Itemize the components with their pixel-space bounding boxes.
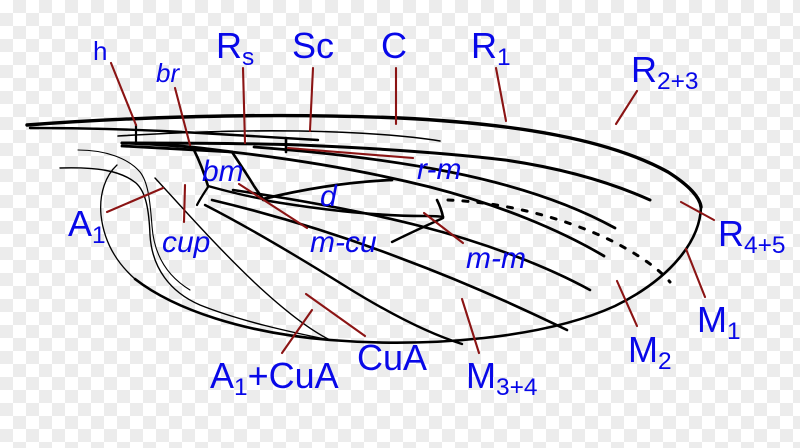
leader-M2 — [615, 279, 639, 328]
label-br: br — [156, 58, 180, 88]
label-cup: cup — [162, 226, 211, 259]
label-Sc: Sc — [292, 25, 335, 66]
vein-CuA — [154, 177, 331, 341]
leader-CuA — [304, 292, 367, 338]
leader-R4p5 — [679, 200, 716, 222]
leader-M1 — [684, 247, 707, 299]
label-A1pCuA-suffix: +CuA — [247, 355, 339, 396]
label-m-m: m-m — [466, 242, 526, 275]
label-R2p3-subscript: 2+3 — [657, 67, 699, 95]
label-M2: M2 — [628, 329, 672, 375]
spurious-dashed-vein — [446, 198, 672, 284]
label-CuA: CuA — [357, 337, 428, 378]
leader-R1 — [494, 66, 508, 123]
label-M1-subscript: 1 — [727, 317, 741, 345]
cell-d-lower-boundary — [261, 198, 445, 219]
leader-R2p3 — [614, 89, 639, 126]
cell-br-closing-vein — [192, 148, 210, 188]
vein-R2p3 — [252, 145, 617, 230]
vein-M3p4 — [203, 203, 464, 346]
longitudinal-veins-group — [28, 126, 652, 346]
vein-Sc-secondary — [117, 130, 441, 142]
vein-A1 — [59, 167, 331, 341]
label-d: d — [320, 180, 337, 213]
label-m-cu: m-cu — [310, 226, 377, 259]
leader-Sc — [308, 66, 315, 133]
cell-bm-basal-connector — [195, 185, 210, 207]
cell-d-distal-closing — [435, 198, 445, 219]
vein-Sc — [28, 126, 320, 142]
label-M3p4-subscript: 3+4 — [496, 373, 538, 401]
vein-R4p5 — [230, 150, 606, 258]
leader-A1pCuA — [280, 308, 314, 355]
leader-br — [173, 86, 192, 147]
label-M1: M1 — [697, 299, 741, 345]
leader-r-m — [286, 146, 415, 160]
label-C: C — [381, 25, 407, 66]
cell-d-upper-boundary — [261, 178, 394, 201]
cell-br-lower-boundary — [120, 144, 234, 154]
hind-margin-base — [100, 164, 136, 280]
label-Rs: Rs — [216, 25, 255, 71]
wing-outline-group — [25, 113, 703, 344]
cell-bm-bottom — [206, 184, 265, 201]
costal-margin-vein — [25, 113, 703, 209]
label-R4p5: R4+5 — [718, 213, 786, 259]
label-Rs-subscript: s — [242, 43, 255, 71]
basal-cells-group — [120, 123, 445, 244]
label-A1: A1 — [68, 203, 106, 249]
leader-h — [109, 61, 138, 127]
leader-m-m — [422, 211, 465, 245]
leader-M3p4 — [460, 297, 481, 355]
label-M3p4: M3+4 — [466, 355, 538, 401]
label-A1pCuA: A1+CuA — [210, 355, 339, 401]
leader-Rs — [241, 66, 247, 145]
cell-bm-outer-wall — [230, 150, 265, 201]
leader-A1 — [105, 186, 165, 214]
label-bm: bm — [202, 155, 244, 188]
anal-fold-line — [77, 149, 191, 291]
label-r-m: r-m — [417, 153, 462, 186]
leader-m-cu — [237, 182, 309, 230]
vein-M1 — [231, 188, 592, 292]
wing-apex-edge — [133, 205, 703, 344]
crossvein-m-m — [390, 216, 445, 244]
leader-cup — [182, 183, 187, 224]
label-R4p5-subscript: 4+5 — [744, 231, 786, 259]
label-R1-subscript: 1 — [497, 43, 511, 71]
label-A1pCuA-subscript: 1 — [234, 373, 248, 401]
label-M2-subscript: 2 — [658, 347, 672, 375]
label-R2p3: R2+3 — [631, 49, 699, 95]
vein-M2 — [210, 198, 569, 332]
label-A1-subscript: 1 — [92, 221, 106, 249]
leader-lines-group — [105, 61, 716, 355]
vein-R1 — [120, 141, 652, 202]
label-h: h — [93, 36, 108, 66]
label-R1: R1 — [471, 25, 511, 71]
